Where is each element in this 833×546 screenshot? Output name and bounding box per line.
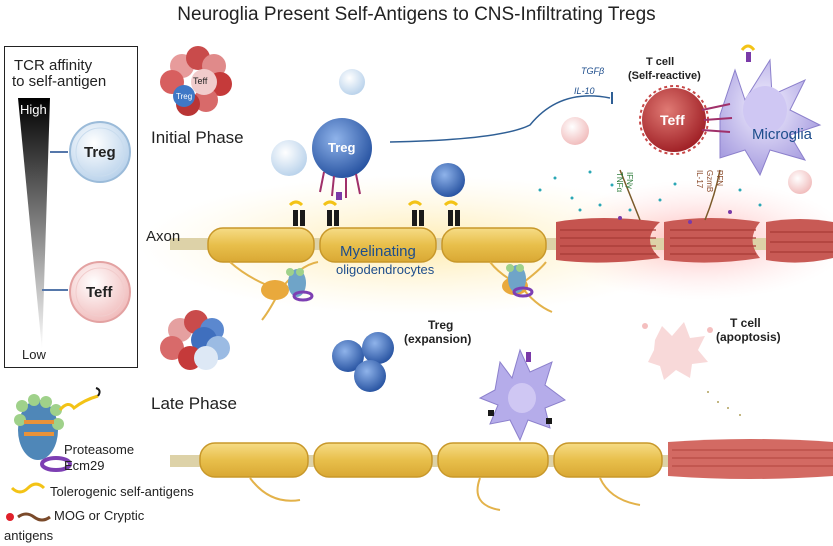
treg-expansion-label-2: (expansion): [404, 332, 472, 346]
microglia-late: [478, 348, 567, 442]
initial-cluster: [160, 46, 232, 116]
ifng-label: IFNγ: [625, 172, 634, 189]
tnfa-label: TNFα: [615, 172, 624, 193]
microglia-top: [719, 58, 822, 177]
mhc-receptors: [293, 210, 460, 226]
myelin-segment: [441, 227, 547, 263]
initial-treg-label: Treg: [328, 140, 356, 155]
treg-expansion-label-1: Treg: [428, 318, 454, 332]
pfn-label: PFN: [715, 170, 724, 186]
damaged-axon-muscle: [556, 218, 833, 263]
tcell-apoptosis-label-1: T cell: [730, 316, 761, 330]
affinity-gradient-wedge: [18, 98, 50, 350]
legend-proteasome: [14, 387, 101, 472]
proteasome-top: [286, 264, 534, 302]
top-axon: [170, 218, 833, 321]
mog-dot-icon: [6, 513, 14, 521]
myelinating-label-2: oligodendrocytes: [336, 262, 435, 277]
apoptotic-tcell: [642, 322, 741, 416]
affinity-teff-label: Teff: [86, 284, 113, 301]
il10-label: IL-10: [574, 86, 595, 96]
cytokine-signal-line: [389, 95, 611, 143]
affinity-low: Low: [22, 347, 46, 362]
late-cluster: [160, 310, 230, 370]
myelin-segment: [319, 227, 437, 263]
legend-mog-label-2: antigens: [4, 528, 54, 543]
cytokine-dots: [538, 170, 762, 212]
affinity-treg-label: Treg: [84, 144, 116, 161]
affinity-heading-1: TCR affinity: [14, 57, 93, 74]
myelin-segment: [313, 442, 433, 478]
initial-phase-label: Initial Phase: [151, 128, 244, 147]
affinity-high: High: [20, 102, 47, 117]
myelin-segment: [207, 227, 315, 263]
mog-squiggle-icon: [17, 512, 51, 522]
late-phase-label: Late Phase: [151, 394, 238, 413]
oligodendrocyte: [261, 280, 289, 300]
cluster-treg-label: Treg: [176, 92, 193, 101]
faded-teff: [561, 117, 589, 145]
myelin-segment: [199, 442, 309, 478]
legend-proteasome-label: Proteasome: [64, 442, 135, 457]
myelinating-label-1: Myelinating: [340, 243, 416, 260]
treg-small: [431, 163, 465, 197]
tcell-apoptosis-label-2: (apoptosis): [716, 330, 781, 344]
tcell-self-label-1: T cell: [646, 56, 675, 68]
affinity-heading-2: to self-antigen: [12, 73, 107, 90]
tgfb-label: TGFβ: [581, 66, 605, 76]
cluster-teff-label: Teff: [193, 76, 208, 86]
tolerogenic-icon: [10, 482, 46, 494]
il17-label: IL-17: [695, 170, 704, 189]
initial-treg: [271, 118, 372, 200]
treg-legend-cell: [69, 121, 131, 183]
axon-label: Axon: [146, 228, 181, 245]
gzmb-label: GzmB: [705, 170, 714, 193]
myelin-segment: [553, 442, 663, 478]
legend-mog-label-1: MOG or Cryptic: [54, 508, 145, 523]
legend-tolerogenic-label: Tolerogenic self-antigens: [50, 484, 194, 499]
tcell-self-label-2: (Self-reactive): [628, 70, 701, 82]
affinity-panel: [4, 46, 138, 368]
figure-title: Neuroglia Present Self-Antigens to CNS-I…: [177, 4, 656, 25]
bottom-axon: [170, 439, 833, 511]
microglia-label: Microglia: [752, 126, 813, 143]
treg-expansion: [332, 332, 394, 392]
legend-ecm29-label: Ecm29: [64, 458, 105, 473]
myelin-segment: [437, 442, 549, 478]
teff-label: Teff: [660, 112, 685, 128]
teff-legend-cell: [69, 261, 131, 323]
